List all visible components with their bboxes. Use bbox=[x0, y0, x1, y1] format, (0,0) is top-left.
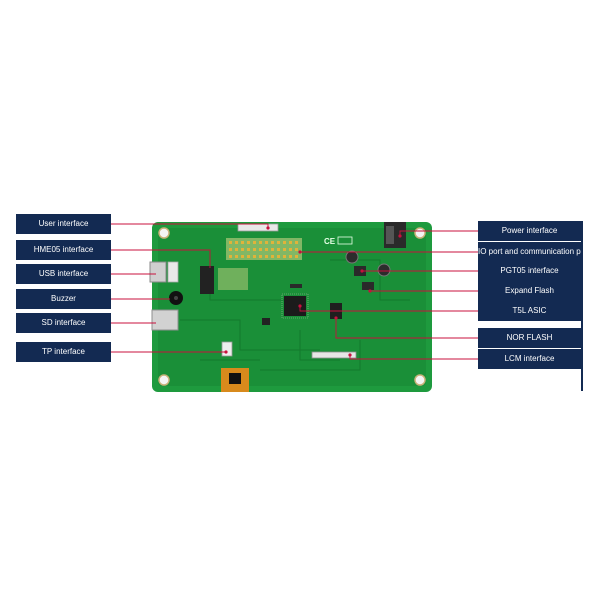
label-pgt05-interface: PGT05 interface bbox=[478, 261, 581, 281]
expand-flash-chip bbox=[362, 282, 374, 290]
label-usb-interface: USB interface bbox=[16, 264, 111, 284]
label-power-interface: Power interface bbox=[478, 221, 581, 241]
leader-endpoint bbox=[298, 304, 302, 308]
mount-hole bbox=[414, 227, 426, 239]
leader-endpoint bbox=[348, 353, 352, 357]
capacitor bbox=[377, 263, 391, 277]
label-user-interface: User interface bbox=[16, 214, 111, 234]
mount-hole bbox=[158, 374, 170, 386]
label-buzzer: Buzzer bbox=[16, 289, 111, 309]
leader-lines bbox=[111, 223, 478, 360]
leader-endpoint bbox=[398, 234, 402, 238]
mount-hole bbox=[414, 374, 426, 386]
label-expand-flash: Expand Flash bbox=[478, 281, 581, 301]
pgt05-chip bbox=[354, 266, 366, 276]
leader-endpoint bbox=[360, 269, 364, 273]
small-chip bbox=[290, 284, 302, 288]
ce-mark: CE bbox=[324, 237, 336, 246]
label-hme05-interface: HME05 interface bbox=[16, 240, 111, 260]
lcm-connector bbox=[311, 351, 357, 359]
label-io-port: IO port and communication pin bbox=[478, 242, 581, 262]
user-interface-connector bbox=[237, 223, 279, 232]
label-tp-interface: TP interface bbox=[16, 342, 111, 362]
label-lcm-interface: LCM interface bbox=[478, 349, 581, 369]
hme05-area bbox=[218, 268, 248, 290]
hme05-header bbox=[200, 266, 214, 294]
label-sd-interface: SD interface bbox=[16, 313, 111, 333]
capacitor bbox=[345, 250, 359, 264]
leader-endpoint bbox=[224, 350, 228, 354]
sd-slot bbox=[151, 309, 179, 331]
label-nor-flash: NOR FLASH bbox=[478, 328, 581, 348]
leader-endpoint bbox=[266, 226, 270, 230]
label-t5l-asic: T5L ASIC bbox=[478, 301, 581, 321]
tp-connector bbox=[221, 341, 233, 357]
leader-endpoint bbox=[334, 316, 338, 320]
t5l-asic-chip bbox=[284, 296, 306, 316]
small-chip bbox=[262, 318, 270, 325]
rohs-mark bbox=[337, 236, 353, 245]
leader-endpoint bbox=[368, 289, 372, 293]
leader-power bbox=[399, 230, 478, 236]
right-edge-bar bbox=[581, 221, 583, 391]
mount-hole bbox=[158, 227, 170, 239]
leader-endpoint bbox=[298, 250, 302, 254]
io-header-pins bbox=[229, 241, 298, 258]
leader-t5l bbox=[299, 306, 478, 312]
usb-connector bbox=[149, 261, 167, 283]
leader-hme05 bbox=[111, 249, 211, 268]
leader-nor-flash bbox=[335, 318, 478, 339]
